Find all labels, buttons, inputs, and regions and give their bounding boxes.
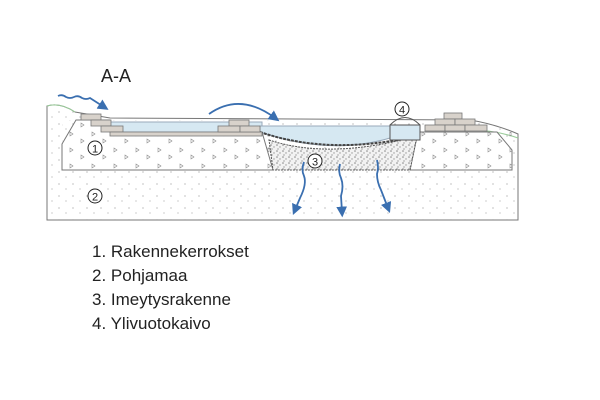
legend-item: 3. Imeytysrakenne bbox=[92, 290, 231, 309]
svg-text:2: 2 bbox=[92, 192, 98, 204]
svg-text:1: 1 bbox=[92, 144, 98, 156]
legend-item: 1. Rakennekerrokset bbox=[92, 242, 249, 261]
overflow-well bbox=[389, 117, 421, 141]
svg-text:3: 3 bbox=[312, 157, 318, 169]
marker-2: 2 bbox=[87, 188, 103, 204]
legend: 1. Rakennekerrokset 2. Pohjamaa 3. Imeyt… bbox=[92, 240, 249, 336]
surface-runoff-arrow bbox=[57, 94, 109, 110]
legend-item: 4. Ylivuotokaivo bbox=[92, 314, 211, 333]
legend-item: 2. Pohjamaa bbox=[92, 266, 188, 285]
svg-text:4: 4 bbox=[399, 105, 405, 117]
infiltration-arrow-2 bbox=[336, 163, 348, 218]
marker-3: 3 bbox=[307, 153, 323, 169]
flow-arrows bbox=[57, 94, 392, 218]
marker-4: 4 bbox=[394, 101, 410, 117]
section-title: A-A bbox=[101, 66, 132, 86]
infiltration-arrow-3 bbox=[376, 159, 392, 214]
paving-bricks bbox=[80, 112, 488, 137]
infiltration-arrow-1 bbox=[292, 161, 306, 215]
overflow-arrow bbox=[208, 103, 280, 122]
marker-1: 1 bbox=[87, 140, 103, 156]
